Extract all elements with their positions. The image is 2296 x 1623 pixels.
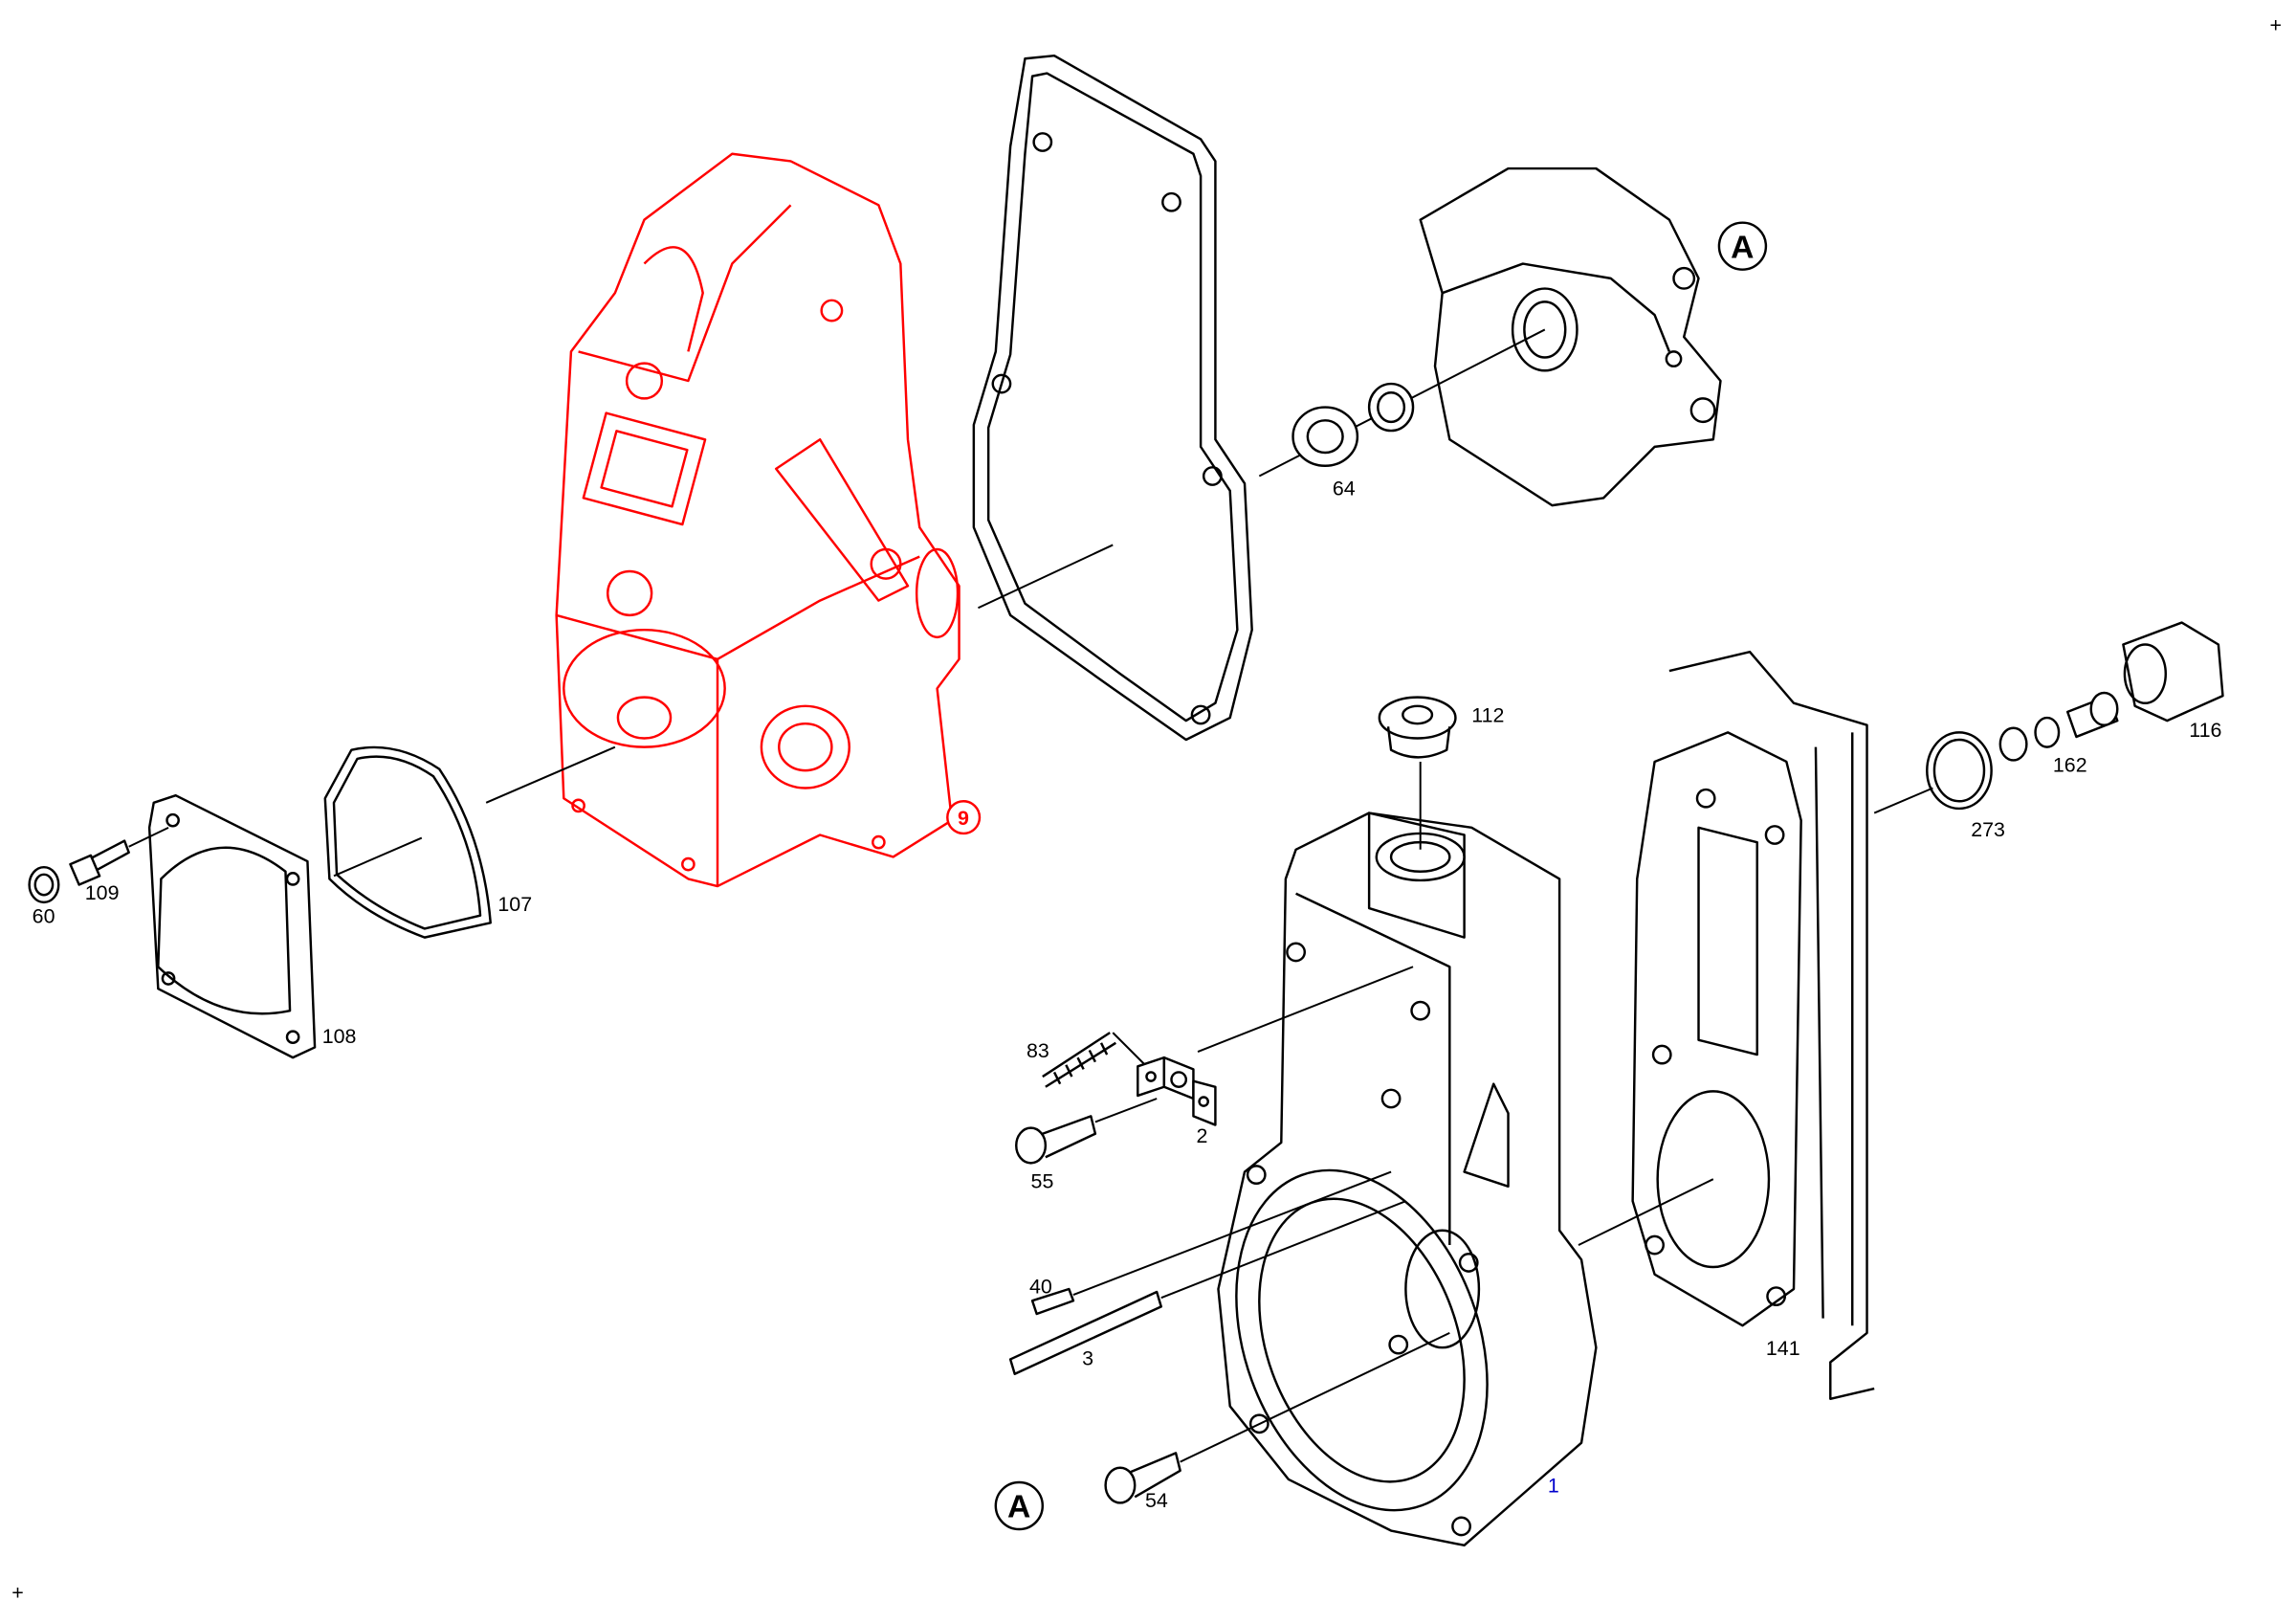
label-116: 116 bbox=[2189, 719, 2221, 742]
part-83-spring[interactable] bbox=[1042, 1032, 1116, 1088]
label-64: 64 bbox=[1333, 477, 1356, 500]
corner-mark-bottom-left: + bbox=[11, 1581, 24, 1604]
callout-A-bottom-label: A bbox=[1007, 1490, 1030, 1525]
part-141-plate[interactable] bbox=[1631, 650, 1875, 1400]
label-109: 109 bbox=[85, 881, 120, 904]
label-2: 2 bbox=[1197, 1124, 1208, 1147]
part-107-gasket[interactable] bbox=[323, 745, 492, 939]
bracket-top-right[interactable] bbox=[1419, 167, 1722, 507]
label-273: 273 bbox=[1971, 818, 2005, 841]
part-162-washer[interactable] bbox=[1998, 716, 2061, 762]
callout-9[interactable]: 9 bbox=[946, 800, 982, 835]
part-273-ring[interactable] bbox=[1926, 731, 1993, 811]
part-40-pin[interactable] bbox=[1030, 1287, 1075, 1316]
part-112-plug[interactable] bbox=[1378, 696, 1457, 759]
part-116-nut[interactable] bbox=[2122, 621, 2224, 723]
pump-housing-highlighted[interactable] bbox=[555, 152, 960, 888]
callout-A-top-label: A bbox=[1731, 230, 1754, 265]
part-60-cap[interactable] bbox=[28, 865, 60, 904]
part-2-bracket[interactable] bbox=[1137, 1056, 1217, 1126]
label-112: 112 bbox=[1471, 704, 1504, 727]
label-1[interactable]: 1 bbox=[1548, 1475, 1559, 1498]
label-40: 40 bbox=[1029, 1276, 1052, 1299]
callout-A-bottom[interactable]: A bbox=[994, 1480, 1045, 1531]
label-141: 141 bbox=[1766, 1337, 1800, 1360]
part-109-screw[interactable] bbox=[69, 839, 130, 886]
label-107: 107 bbox=[497, 893, 532, 916]
callout-A-top[interactable]: A bbox=[1717, 221, 1768, 271]
part-55-screw[interactable] bbox=[1015, 1115, 1097, 1165]
gasket-top[interactable] bbox=[972, 54, 1253, 742]
part-54-screw[interactable] bbox=[1104, 1452, 1181, 1504]
label-108: 108 bbox=[322, 1025, 357, 1048]
main-housing-part-1[interactable] bbox=[1192, 812, 1598, 1547]
label-3: 3 bbox=[1082, 1347, 1093, 1370]
label-83: 83 bbox=[1027, 1039, 1049, 1062]
label-162: 162 bbox=[2053, 754, 2087, 777]
callout-9-label: 9 bbox=[958, 807, 969, 830]
label-60: 60 bbox=[33, 904, 55, 927]
part-162-screw[interactable] bbox=[2065, 691, 2119, 739]
part-108-cover-plate[interactable] bbox=[147, 793, 317, 1059]
label-54: 54 bbox=[1145, 1489, 1168, 1512]
part-3-stud[interactable] bbox=[1008, 1290, 1162, 1375]
part-64-nut[interactable] bbox=[1292, 382, 1415, 467]
label-55: 55 bbox=[1031, 1169, 1054, 1192]
corner-mark-top-right: + bbox=[2269, 14, 2282, 37]
